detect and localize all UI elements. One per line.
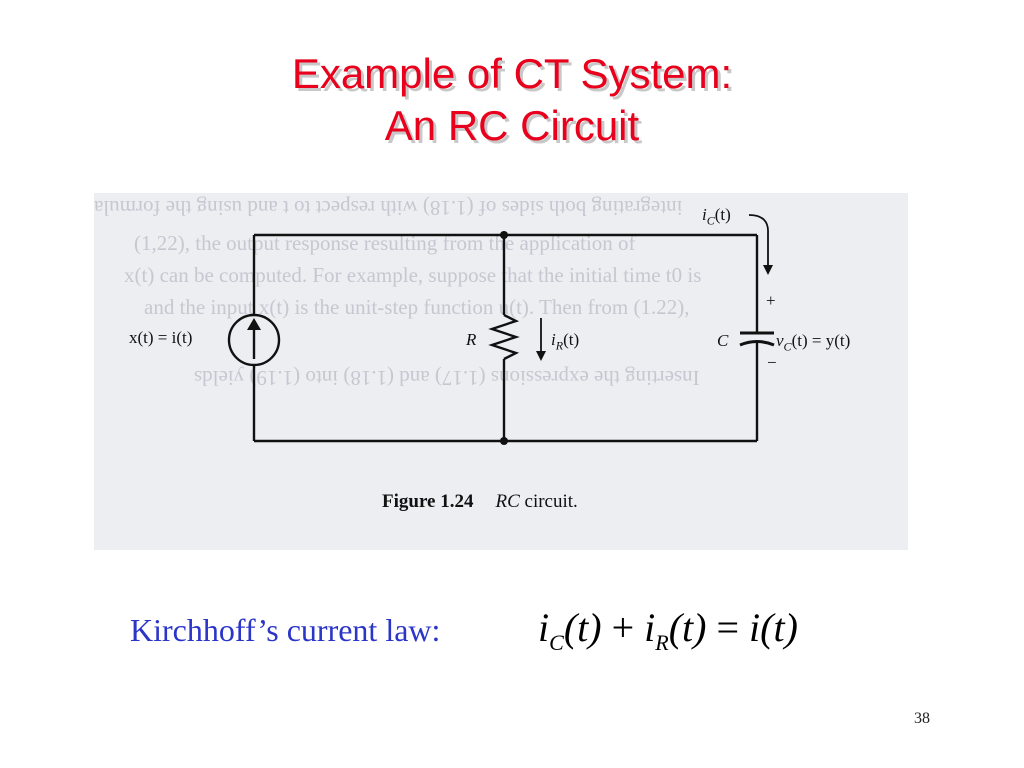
ic-arrow-head [763,265,773,275]
page-number: 38 [914,710,930,727]
ghost-text-line: x(t) can be computed. For example, suppo… [124,263,702,287]
minus-sign: − [767,353,777,372]
resistor-current-label: iR(t) [551,330,580,353]
kcl-equation: iC(t) + iR(t) = i(t) [538,605,798,655]
title-line-1: Example of CT System: [291,50,733,97]
top-node [500,231,508,239]
plus-sign: + [766,291,776,310]
figure-number: Figure 1.24 [382,491,474,512]
capacitor-label: C [717,331,729,350]
rc-circuit-diagram [227,214,775,445]
current-source-symbol [227,313,281,367]
kcl-label: Kirchhoff’s current law: [130,612,441,648]
figure-caption: Figure 1.24 RC circuit. [382,491,578,513]
title-line-2: An RC Circuit [384,102,640,149]
resistor-symbol [488,313,520,361]
slide-title: Example of CT System: An RC Circuit [0,48,1024,152]
source-arrow-head [247,318,261,330]
ic-arrow-curve [748,214,769,268]
source-label: x(t) = i(t) [129,328,193,347]
bottom-node [500,437,508,445]
scanned-figure: integrating both sides of (1.18) with re… [94,193,908,550]
ghost-text-line: and the input x(t) is the unit-step func… [144,295,690,319]
capacitor-plate-bottom [739,340,775,347]
capacitor-current-label: iC(t) [702,205,731,228]
capacitor-voltage-label: vC(t) = y(t) [776,331,851,354]
resistor-label: R [466,330,477,349]
ir-arrow-head [536,351,546,361]
figure-caption-italic: RC [495,491,520,512]
figure-caption-text: circuit. [519,491,578,512]
